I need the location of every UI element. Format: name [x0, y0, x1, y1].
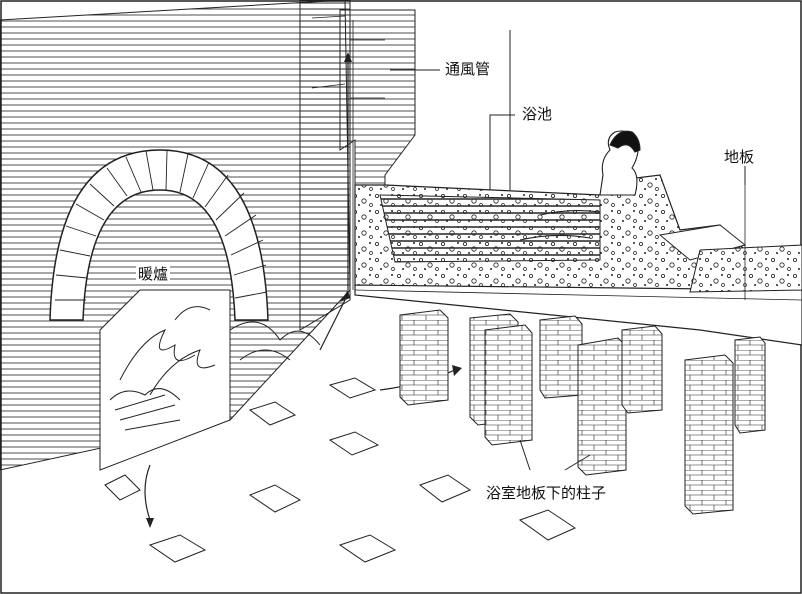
pillar [399, 309, 449, 406]
floor-tiles [104, 377, 577, 563]
pillar [484, 324, 533, 446]
bather [519, 130, 641, 241]
pillar [684, 354, 734, 515]
furnace-label: 暖爐 [136, 265, 171, 283]
furnace [49, 149, 462, 528]
bath-pool [354, 30, 802, 346]
pillars [399, 309, 766, 515]
vent-pipe-label: 通風管 [443, 60, 493, 78]
pillar [734, 336, 766, 434]
pillar [539, 315, 583, 399]
pillar [577, 337, 627, 476]
pillar [621, 325, 663, 414]
floor-label: 地板 [722, 148, 757, 166]
left-wall [0, 0, 351, 471]
pillars-label: 浴室地板下的柱子 [484, 484, 609, 502]
bath-pool-label: 浴池 [520, 105, 555, 123]
vent-pipe [311, 9, 416, 290]
